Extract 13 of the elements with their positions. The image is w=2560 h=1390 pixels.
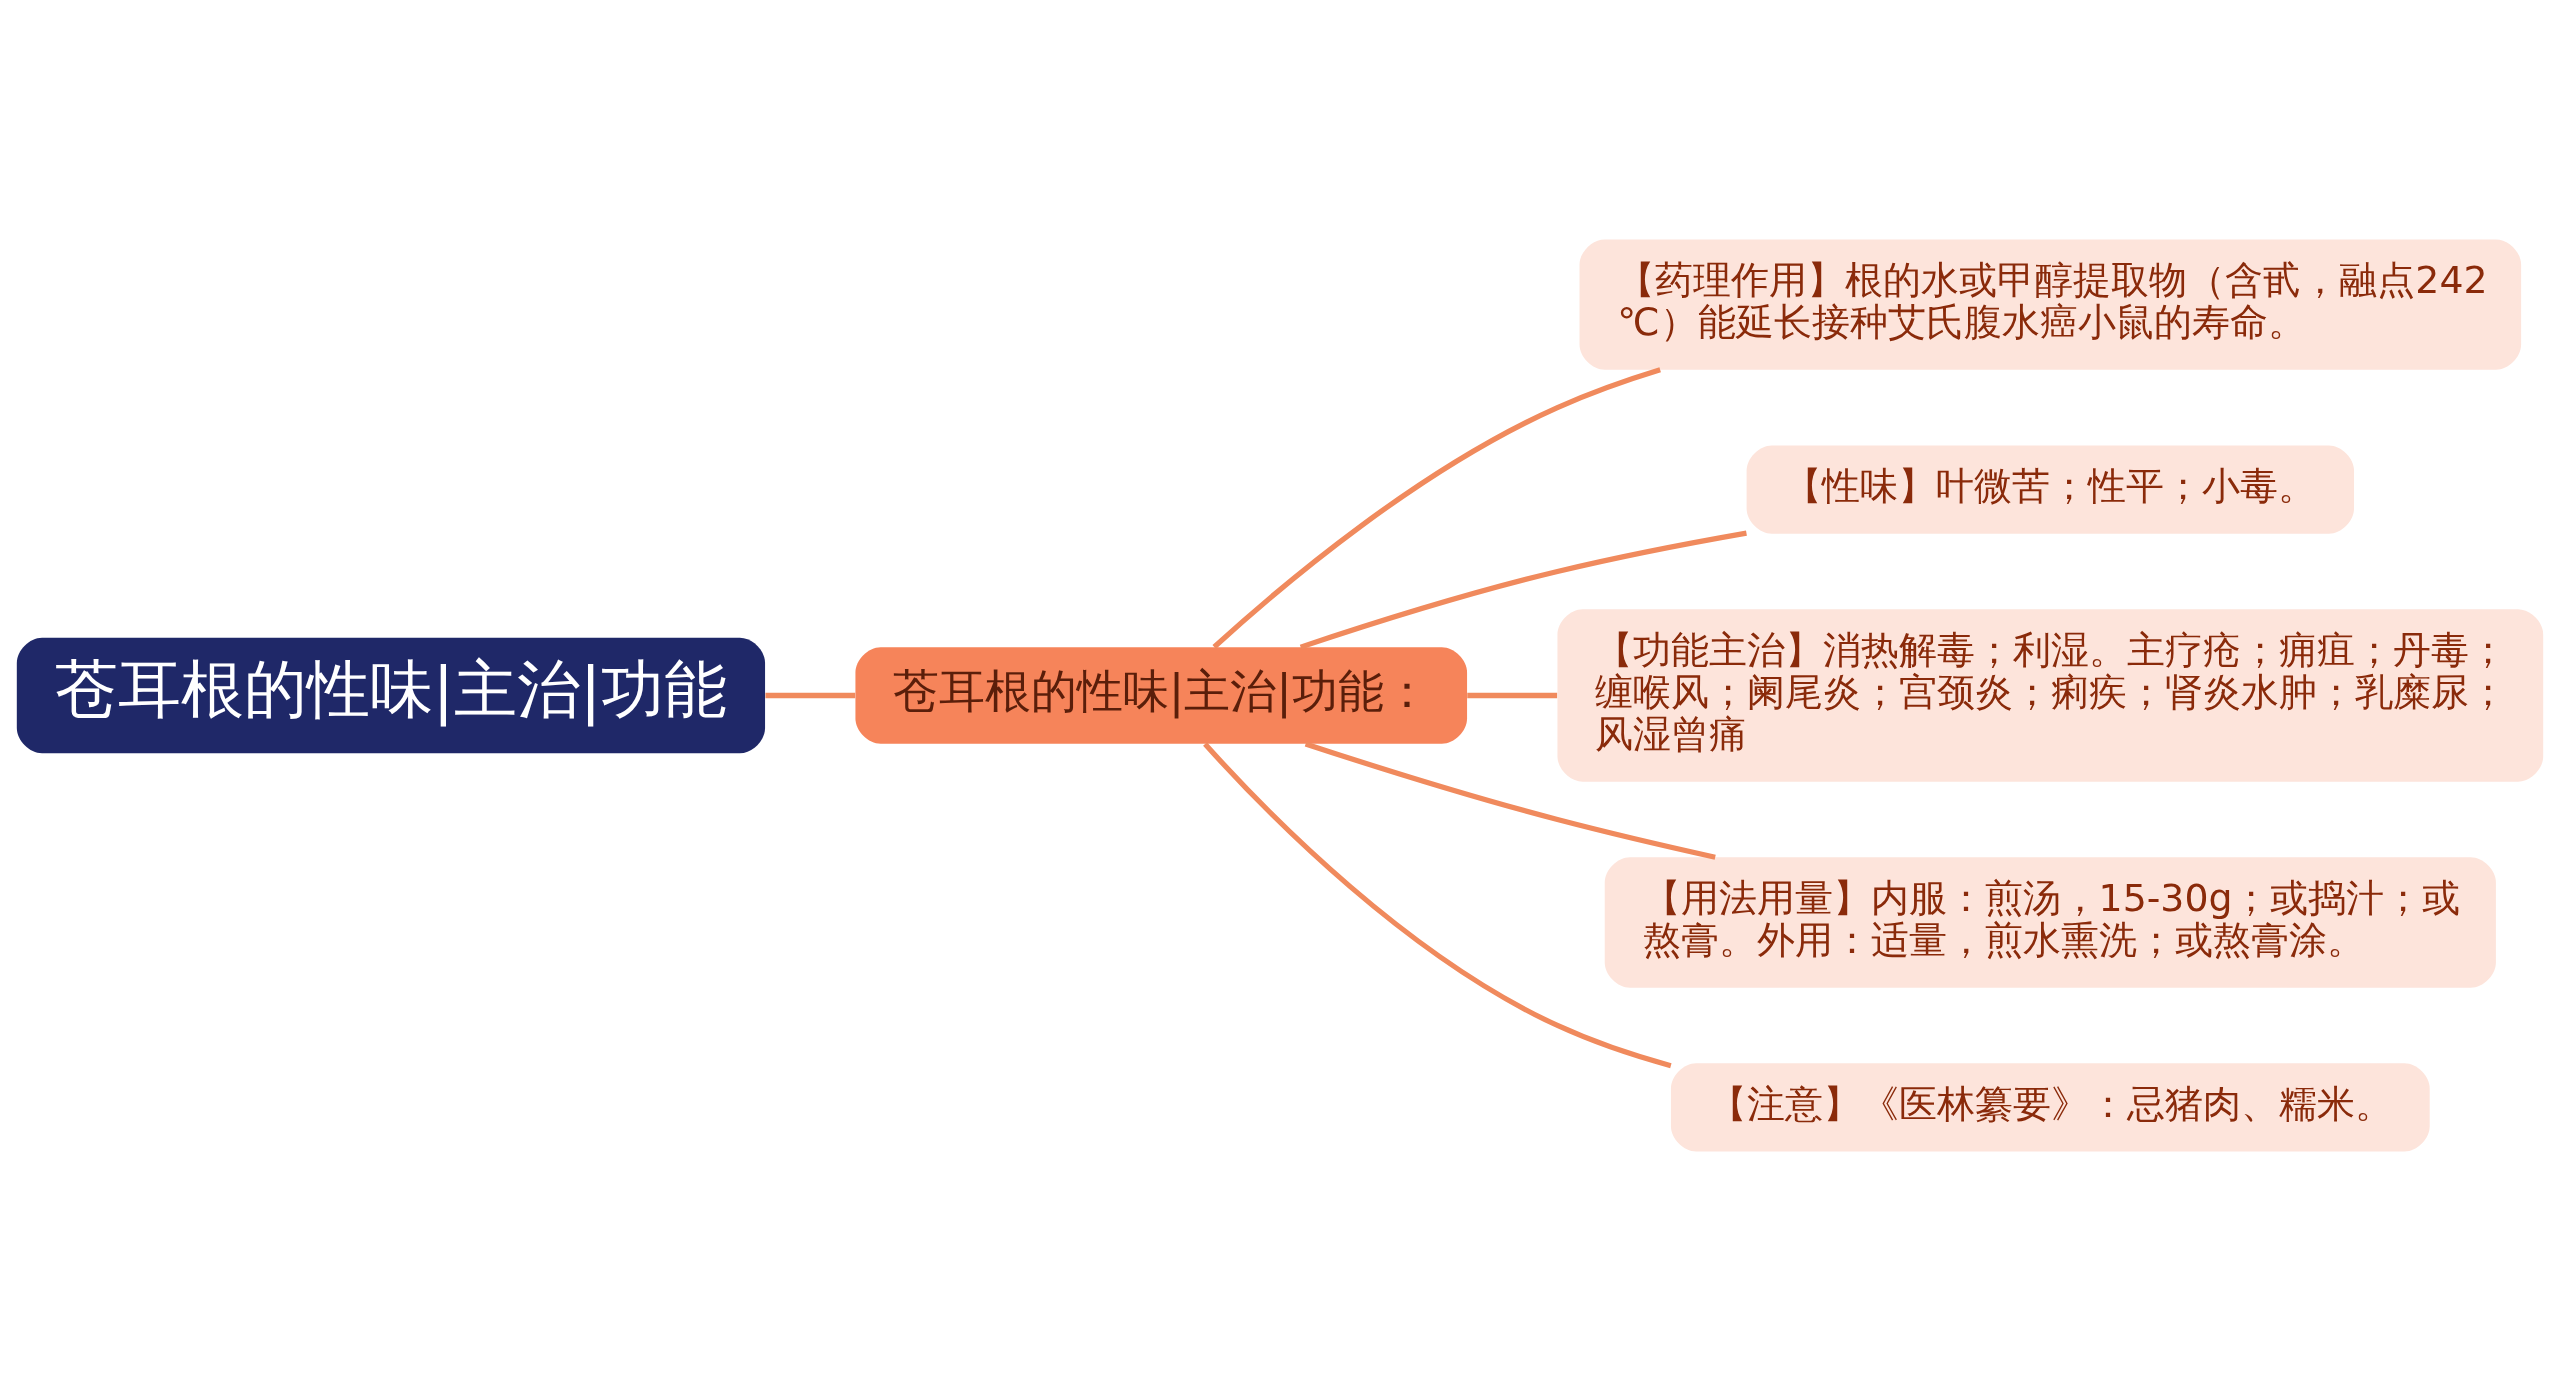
node-box: 【性味】叶微苦；性平；小毒。 xyxy=(1746,444,2354,534)
connector xyxy=(1212,366,1661,649)
connector xyxy=(765,692,856,698)
node-box: 【药理作用】根的水或甲醇提取物（含甙，融点242℃）能延长接种艾氏腹水癌小鼠的寿命。 xyxy=(1579,238,2522,370)
connector xyxy=(1299,530,1747,650)
connector xyxy=(1203,741,1672,1068)
connector xyxy=(1304,740,1716,860)
node-box: 苍耳根的性味|主治|功能 xyxy=(16,637,766,753)
node-box: 【注意】《医林纂要》：忌猪肉、糯米。 xyxy=(1670,1062,2430,1152)
node-box: 【用法用量】内服：煎汤，15-30g；或捣汁；或熬膏。外用：适量，煎水熏洗；或熬膏涂。 xyxy=(1604,856,2496,988)
connector xyxy=(1467,692,1558,698)
node-box: 【功能主治】消热解毒；利湿。主疗疮；痈疽；丹毒；缠喉风；阑尾炎；宫颈炎；痢疾；肾炎水肿；乳糜尿；风湿曾痛 xyxy=(1557,608,2544,782)
node-box: 苍耳根的性味|主治|功能： xyxy=(855,646,1468,744)
